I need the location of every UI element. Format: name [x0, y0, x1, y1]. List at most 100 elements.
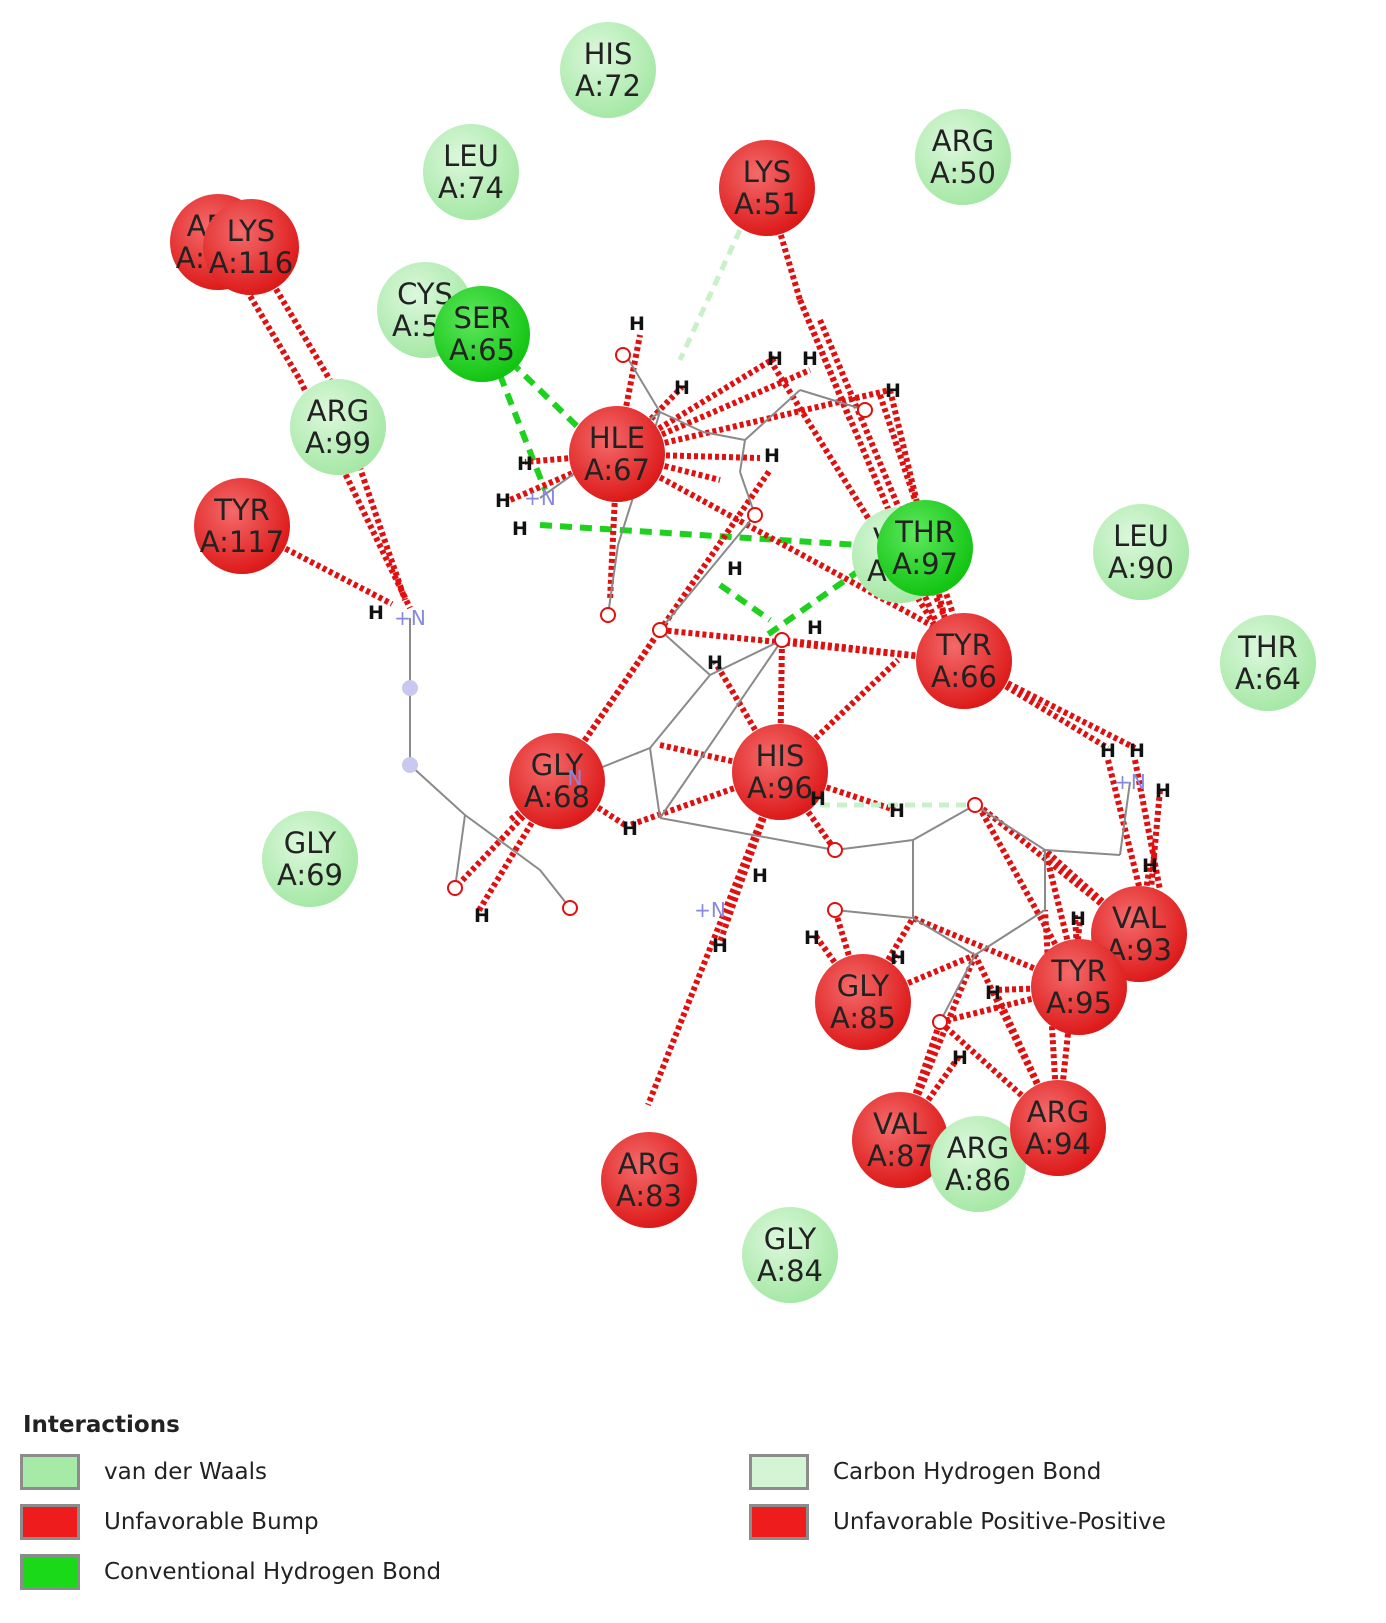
- ligand-bond: [739, 439, 746, 473]
- residue-name: VAL: [1112, 901, 1166, 935]
- unfavorable-bump-line: [215, 240, 303, 382]
- residue-circle: [290, 379, 386, 475]
- unfavorable-bump-line: [1132, 759, 1163, 891]
- legend-item-carbon-hydrogen-bond: Carbon Hydrogen Bond: [749, 1452, 1101, 1492]
- residue-id: A:67: [584, 453, 650, 487]
- nitrogen-atom: +N: [1114, 770, 1146, 794]
- interaction-diagram: HISA:72LEUA:74LYSA:51ARGA:50ARGA:110LYSA…: [170, 22, 1316, 1303]
- ligand-bond: [649, 747, 661, 819]
- residue-circle: [930, 1116, 1026, 1212]
- unfavorable-bump-line: [1147, 789, 1163, 901]
- residue-id: A:50: [930, 156, 996, 190]
- unfavorable-bump-line: [777, 657, 901, 775]
- hydrogen-atom: H: [495, 490, 511, 512]
- residue-circle: [915, 109, 1011, 205]
- residue-id: A:99: [305, 426, 371, 460]
- residue-circles: HISA:72LEUA:74LYSA:51ARGA:50ARGA:110LYSA…: [170, 22, 1316, 1303]
- hydrogen-atom: H: [517, 453, 533, 475]
- hydrogen-atom: H: [727, 558, 743, 580]
- legend-label: Carbon Hydrogen Bond: [833, 1459, 1102, 1485]
- hydrogen-atom: H: [1129, 740, 1145, 762]
- oxygen-atom: [447, 880, 463, 896]
- residue-id: A:97: [892, 547, 958, 581]
- hydrogen-atom: H: [707, 652, 723, 674]
- oxygen-atom: [967, 797, 983, 813]
- unfavorable-bump-line: [861, 952, 977, 1005]
- ligand-bond: [974, 909, 1046, 956]
- hydrogen-atom: H: [629, 313, 645, 335]
- ligand-bond: [912, 804, 976, 841]
- hydrogen-atom: H: [889, 800, 905, 822]
- oxygen-atom: [857, 402, 873, 418]
- residue-circle: [742, 1207, 838, 1303]
- legend-label: Conventional Hydrogen Bond: [104, 1559, 442, 1585]
- legend-swatch-conventional-hydrogen-bond: [20, 1554, 80, 1590]
- residue-name: THR: [894, 515, 955, 549]
- ligand-bond: [454, 814, 466, 889]
- oxygen-atom: [774, 632, 790, 648]
- residue-circle: [262, 811, 358, 907]
- unfavorable-bump-line: [764, 187, 803, 301]
- legend-swatch-unfavorable-bump: [20, 1504, 80, 1540]
- unfavorable-bump-line: [614, 334, 643, 455]
- residue-id: A:116: [209, 246, 293, 280]
- residue-id: A:87: [867, 1139, 933, 1173]
- oxygen-atom: [747, 507, 763, 523]
- legend-swatch-unfavorable-positive-positive: [749, 1504, 809, 1540]
- unfavorable-bump-line: [615, 451, 942, 633]
- residue-name: LEU: [1113, 519, 1169, 553]
- interaction-lines: [215, 187, 1163, 1142]
- residue-name: ARG: [618, 1147, 680, 1181]
- residue-circle: [509, 733, 605, 829]
- ligand-bond: [974, 804, 1046, 851]
- oxygen-atom: [562, 900, 578, 916]
- ligand-bond: [834, 909, 914, 919]
- residue-name: TYR: [1050, 954, 1107, 988]
- hydrogen-atom: H: [512, 518, 528, 540]
- legend: Interactions van der Waals Unfavorable B…: [20, 1400, 1360, 1610]
- unfavorable-bump-line: [976, 802, 1141, 937]
- oxygen-atom: [652, 622, 668, 638]
- residue-id: A:74: [438, 171, 504, 205]
- hydrogen-atom: H: [1155, 780, 1171, 802]
- residue-circle: [194, 478, 290, 574]
- oxygen-atom: [827, 842, 843, 858]
- hydrogen-atom: H: [890, 947, 906, 969]
- hydrogen-atom: H: [368, 602, 384, 624]
- residue-name: GLY: [764, 1222, 817, 1256]
- residue-name: HLE: [589, 421, 645, 455]
- hydrogen-atom: H: [985, 982, 1001, 1004]
- hydrogen-atom: H: [752, 865, 768, 887]
- ligand-bond: [659, 411, 704, 433]
- ligand-bond: [659, 629, 711, 676]
- unfavorable-bump-line: [629, 769, 781, 828]
- oxygen-atom: [600, 607, 616, 623]
- nitrogen-atom: +N: [694, 898, 726, 922]
- residue-id: A:69: [277, 858, 343, 892]
- hydrogen-atom: H: [804, 927, 820, 949]
- legend-item-van-der-waals: van der Waals: [20, 1452, 267, 1492]
- residue-id: A:117: [200, 525, 284, 559]
- hydrogen-bond-line: [539, 522, 861, 548]
- ligand-bond: [702, 431, 746, 441]
- unfavorable-bump-line: [475, 779, 560, 914]
- residue-name: VAL: [873, 1107, 927, 1141]
- residue-circle: [916, 613, 1012, 709]
- hydrogen-bond-line: [497, 373, 548, 492]
- residue-id: A:84: [757, 1254, 823, 1288]
- legend-label: Unfavorable Bump: [104, 1509, 319, 1535]
- residue-id: A:95: [1046, 986, 1112, 1020]
- residue-id: A:94: [1025, 1127, 1091, 1161]
